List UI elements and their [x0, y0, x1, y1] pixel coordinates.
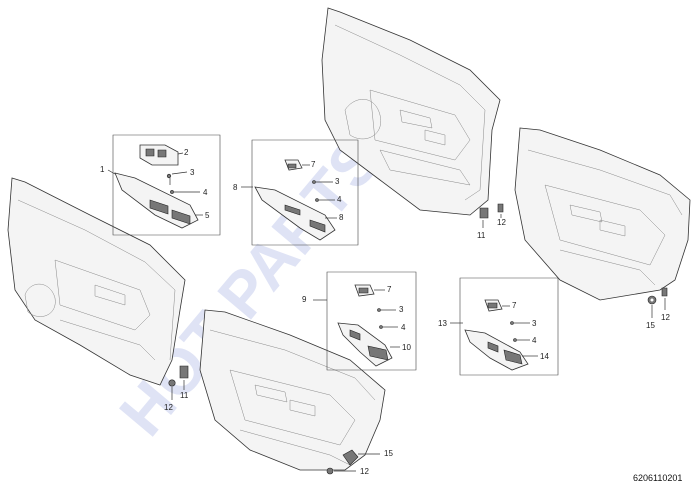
callout-14: 14 — [540, 352, 549, 361]
door-panel-front-left — [7, 177, 186, 386]
drawing-code: 6206110201 — [633, 473, 682, 483]
callout-4: 4 — [203, 188, 208, 197]
callout-11a: 11 — [477, 231, 486, 240]
callout-3c: 3 — [399, 305, 404, 314]
callout-3d: 3 — [532, 319, 537, 328]
callout-group-8: 8 — [233, 183, 238, 192]
group-box-4: 7 3 4 14 13 — [438, 277, 559, 376]
clip-group-left: 12 11 — [164, 365, 189, 412]
group-box-3: 7 3 4 10 9 — [302, 271, 417, 371]
callout-7a: 7 — [311, 160, 316, 169]
group-box-2: 7 3 4 8 8 — [233, 139, 359, 246]
clip-group-bottom: 15 12 — [326, 449, 393, 476]
callout-8: 8 — [339, 213, 344, 222]
callout-12a: 12 — [497, 218, 506, 227]
callout-5: 5 — [205, 211, 210, 220]
callout-10: 10 — [402, 343, 411, 352]
callout-15b: 15 — [384, 449, 393, 458]
callout-9: 9 — [302, 295, 307, 304]
door-panel-rear-right — [514, 127, 691, 301]
callout-4c: 4 — [401, 323, 406, 332]
callout-4b: 4 — [337, 195, 342, 204]
callout-7c: 7 — [512, 301, 517, 310]
callout-12d: 12 — [360, 467, 369, 476]
door-panel-rear-left — [199, 309, 386, 471]
callout-11b: 11 — [180, 391, 189, 400]
clip-group-top: 11 12 — [477, 203, 506, 240]
callout-3: 3 — [190, 168, 195, 177]
group-box-1: 1 2 3 4 5 — [100, 134, 221, 236]
callout-7b: 7 — [387, 285, 392, 294]
callout-2: 2 — [184, 148, 189, 157]
callout-13: 13 — [438, 319, 447, 328]
callout-4d: 4 — [532, 336, 537, 345]
clip-group-right: 15 12 — [646, 287, 670, 330]
callout-12b: 12 — [661, 313, 670, 322]
callout-1: 1 — [100, 165, 105, 174]
callout-3b: 3 — [335, 177, 340, 186]
door-panel-front-right — [321, 7, 501, 216]
callout-12c: 12 — [164, 403, 173, 412]
callout-15a: 15 — [646, 321, 655, 330]
